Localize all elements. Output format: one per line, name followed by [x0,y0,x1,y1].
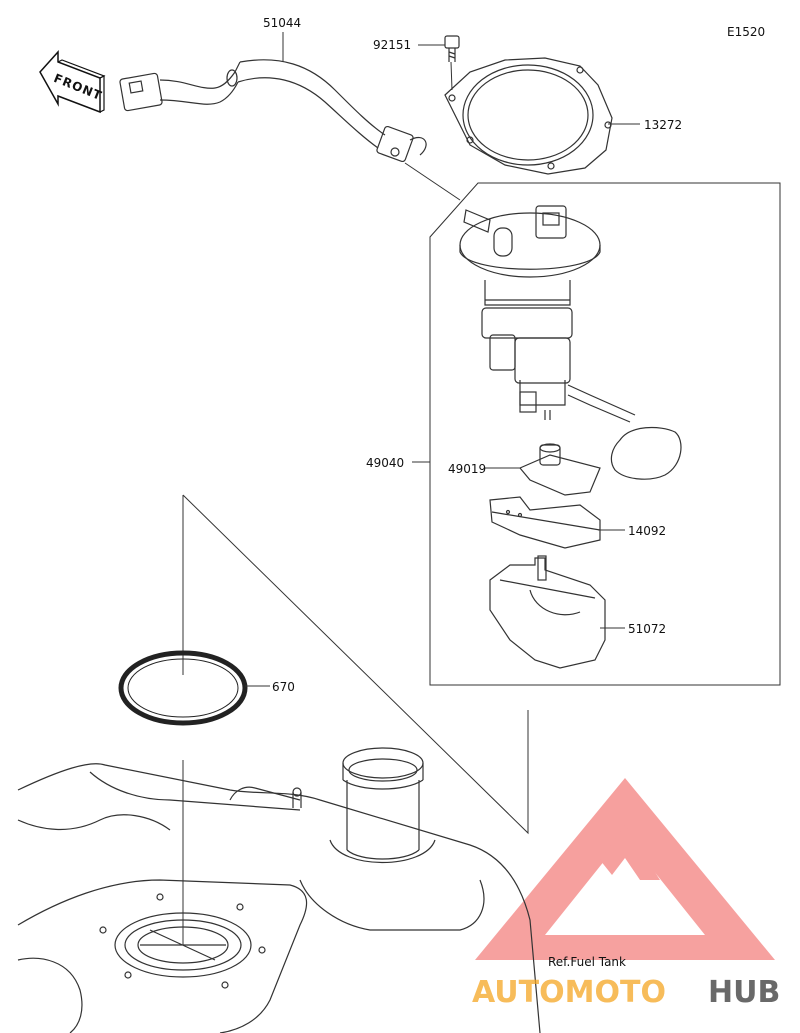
label-13272: 13272 [644,118,682,132]
cover-drawing [489,555,606,669]
label-51072: 51072 [628,622,666,636]
label-51044: 51044 [263,16,301,30]
fuel-pump-drawing [459,205,682,480]
filler-neck-drawing [292,747,436,863]
fuel-tank-drawing [17,763,541,1033]
o-ring-drawing [118,650,248,726]
filter-drawing [519,443,601,496]
holder-drawing [489,496,601,549]
ref-note: Ref.Fuel Tank [548,955,626,969]
label-49019: 49019 [448,462,486,476]
assembly-bracket [412,182,781,686]
fuel-hose-drawing [119,59,427,163]
watermark-logo-icon [475,778,775,960]
watermark-text-hub: HUB [708,975,780,1010]
gasket-drawing [444,57,613,175]
label-92151: 92151 [373,38,411,52]
label-670: 670 [272,680,295,694]
bolt-drawing [444,35,460,62]
leader-lines [245,32,640,687]
front-arrow-icon [39,50,106,114]
label-14092: 14092 [628,524,666,538]
guide-lines [182,162,529,945]
watermark-text-automoto: AUTOMOTO [472,975,666,1010]
diagram-code: E1520 [727,25,765,39]
label-49040: 49040 [366,456,404,470]
